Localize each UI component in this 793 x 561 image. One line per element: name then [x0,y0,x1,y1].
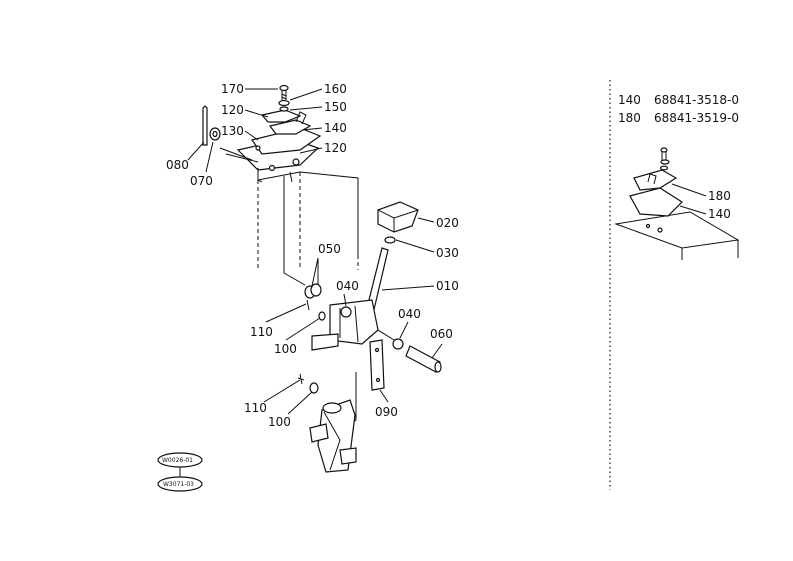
label-020: 020 [436,216,459,230]
axis-line [377,329,395,341]
label-inset-180: 180 [708,189,731,203]
ref-num-180: 180 [618,111,641,125]
screw-170 [279,84,289,100]
label-080: 080 [166,158,189,172]
ref-code-140: 68841-3518-0 [654,93,739,107]
code-stamps: W0026-01 W3071-03 [157,452,203,492]
washer-100b [309,382,319,394]
inset-assembly [614,147,740,260]
label-090: 090 [375,405,398,419]
washer-070 [209,127,221,141]
pin-110 [306,299,310,311]
top-plate-assembly [236,109,322,183]
leader-lines [187,88,443,415]
nut-030 [384,236,396,244]
bracket-090 [369,339,385,391]
label-040: 040 [336,279,359,293]
label-100: 100 [274,342,297,356]
label-110: 110 [250,325,273,339]
washer-150 [279,106,289,112]
label-130: 130 [221,124,244,138]
label-070: 070 [190,174,213,188]
washer-160 [278,99,290,107]
arrow-line [225,153,259,163]
bushing-040 [340,306,352,318]
valve-body [309,399,357,473]
lever-010 [311,247,389,351]
label-050: 050 [318,242,341,256]
pin-080 [202,105,208,146]
label-170: 170 [221,82,244,96]
label-150: 150 [324,100,347,114]
code-w3071: W3071-03 [163,481,194,488]
label-120: 120 [221,103,244,117]
label-100b: 100 [268,415,291,429]
label-160: 160 [324,82,347,96]
washer-100 [318,311,326,321]
pin-110b [297,373,305,385]
label-inset-140: 140 [708,207,731,221]
label-120b: 120 [324,141,347,155]
shaft-060 [405,345,442,373]
label-110b: 110 [244,401,267,415]
label-060: 060 [430,327,453,341]
ref-code-180: 68841-3519-0 [654,111,739,125]
bushing-040b [392,338,404,350]
housing [257,171,359,286]
code-w0026: W0026-01 [162,457,193,464]
washers-050 [304,283,322,299]
knob-020 [377,201,419,233]
arrow-line [219,147,253,161]
label-030: 030 [436,246,459,260]
ref-num-140: 140 [618,93,641,107]
label-040b: 040 [398,307,421,321]
label-010: 010 [436,279,459,293]
label-140: 140 [324,121,347,135]
